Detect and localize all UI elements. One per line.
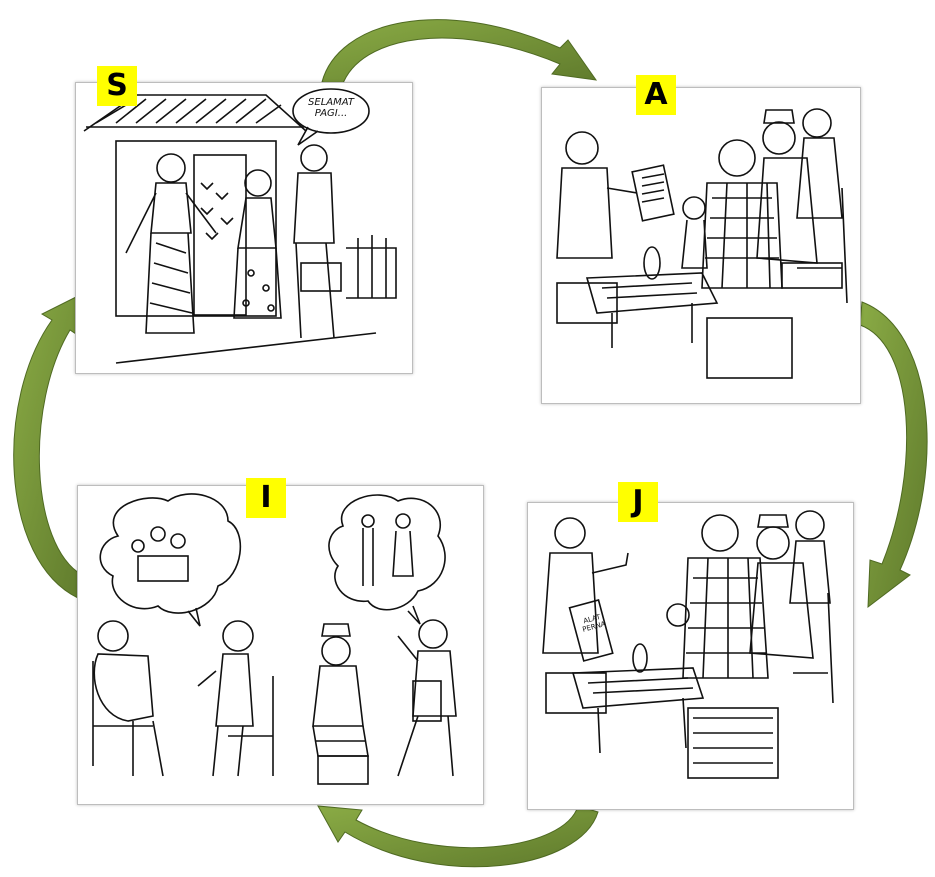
- arrow-s-to-a: [321, 19, 598, 87]
- panel-i: [77, 485, 484, 805]
- panel-s: SELAMAT PAGI...: [75, 82, 413, 374]
- arrow-i-to-s: [13, 291, 87, 599]
- arrow-a-to-j: [859, 301, 928, 609]
- illustration-greeting-at-house: [83, 88, 397, 364]
- illustration-information-sharing: [92, 493, 457, 785]
- panel-j: ALAT PERNA: [527, 502, 854, 810]
- step-label-i: I: [246, 478, 286, 518]
- illustration-explaining-options: [542, 510, 834, 779]
- arrow-j-to-i: [317, 805, 599, 868]
- step-label-j: J: [618, 482, 658, 522]
- step-label-s: S: [97, 66, 137, 106]
- step-label-a: A: [636, 75, 676, 115]
- speech-bubble-text: SELAMAT PAGI...: [308, 97, 354, 119]
- illustration-family-consultation: [556, 108, 848, 379]
- panel-a: [541, 87, 861, 404]
